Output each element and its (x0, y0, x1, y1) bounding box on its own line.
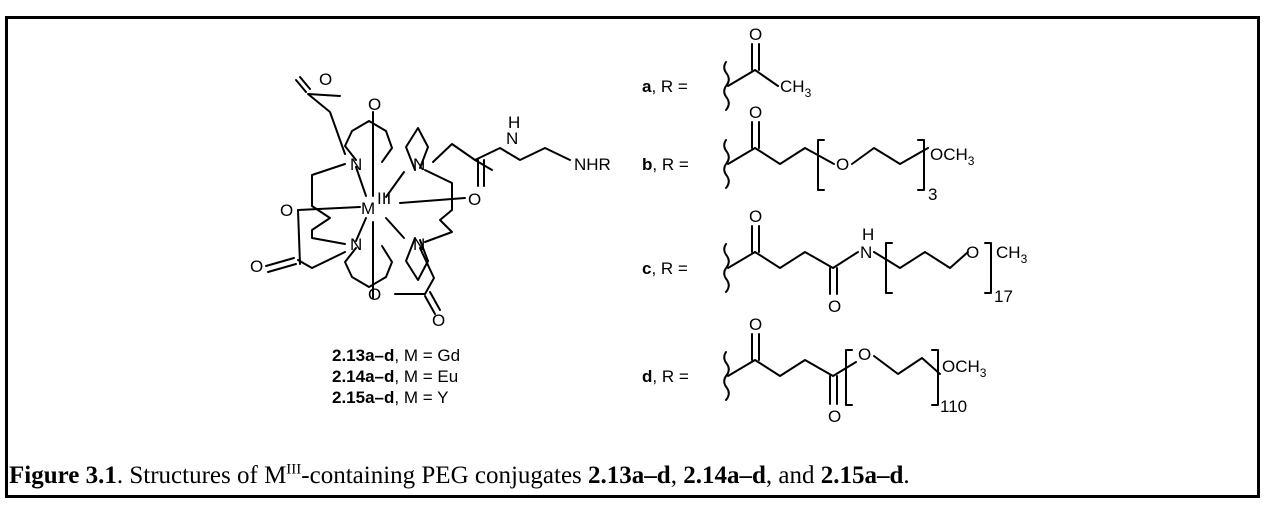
atom-n-4: N (413, 235, 425, 254)
svg-text:O: O (966, 243, 979, 262)
metal-oxidation: III (377, 189, 391, 208)
svg-text:110: 110 (940, 397, 967, 416)
atom-o-5: O (250, 257, 263, 276)
svg-text:O: O (749, 25, 762, 44)
svg-text:b, R =: b, R = (642, 155, 689, 174)
svg-text:a, R =: a, R = (642, 77, 688, 96)
substituent-c: c, R = O O N H O 17 CH3 (642, 207, 1028, 316)
complex-label-1: 2.13a–d, M = Gd (332, 346, 460, 365)
atom-n-1: N (350, 155, 362, 174)
atom-o-4: O (468, 190, 481, 209)
nhr-label: NHR (574, 155, 611, 174)
svg-text:3: 3 (928, 185, 937, 204)
atom-o-7: O (432, 311, 445, 330)
svg-text:O: O (828, 407, 841, 426)
atom-n-2: N (413, 155, 425, 174)
svg-text:O: O (749, 207, 762, 226)
figure-label: Figure 3.1 (9, 462, 117, 489)
svg-text:CH3: CH3 (996, 243, 1028, 266)
chemical-structures-diagram: O O N N N N O O O O O M III N H NHR 2.13… (250, 25, 1028, 426)
svg-text:O: O (858, 345, 871, 364)
figure-frame (5, 16, 1260, 498)
atom-o-2: O (368, 95, 381, 114)
atom-n-3: N (350, 235, 362, 254)
svg-text:OCH3: OCH3 (930, 145, 975, 168)
svg-text:N: N (860, 243, 872, 262)
metal-symbol: M (361, 199, 375, 218)
svg-text:CH3: CH3 (780, 77, 812, 100)
svg-text:d, R =: d, R = (642, 367, 689, 386)
svg-text:H: H (862, 225, 874, 244)
macrocycle-complex (265, 76, 571, 315)
svg-text:OCH3: OCH3 (942, 357, 987, 380)
complex-label-2: 2.14a–d, M = Eu (332, 367, 458, 386)
amide-h: H (508, 113, 520, 132)
svg-text:c, R =: c, R = (642, 259, 688, 278)
svg-text:17: 17 (994, 287, 1013, 306)
amide-n: N (506, 129, 518, 148)
substituent-b: b, R = O O 3 OCH3 (642, 103, 975, 204)
svg-text:O: O (828, 297, 841, 316)
substituent-d: d, R = O O O 110 OCH3 (642, 315, 987, 426)
svg-text:O: O (749, 103, 762, 122)
substituent-a: a, R = O CH3 (642, 25, 812, 111)
complex-label-3: 2.15a–d, M = Y (332, 388, 448, 407)
svg-text:O: O (836, 155, 849, 174)
atom-o-3: O (280, 201, 293, 220)
svg-text:O: O (749, 315, 762, 334)
figure-caption: Figure 3.1. Structures of MIII-containin… (9, 461, 910, 489)
atom-o-1: O (319, 70, 332, 89)
atom-o-6: O (368, 285, 381, 304)
